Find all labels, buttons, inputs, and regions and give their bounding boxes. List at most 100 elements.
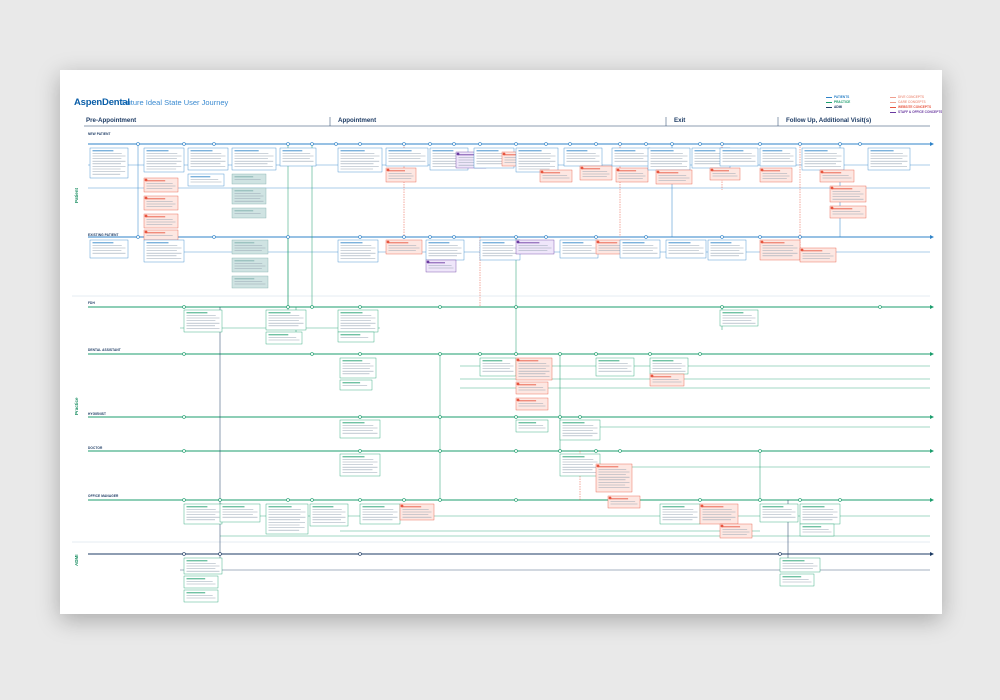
step-card [719, 147, 759, 167]
legend-care-concepts: CARE CONCEPTS [890, 100, 938, 105]
step-card [231, 207, 267, 219]
group-patient: Patient [74, 187, 79, 203]
lane-node [438, 498, 442, 502]
legend-right: DIVE CONCEPTS CARE CONCEPTS WEBSITE CONC… [890, 95, 942, 115]
lane-node [286, 142, 290, 146]
step-card [799, 247, 837, 263]
lane-node [438, 305, 442, 309]
lane-node [514, 352, 518, 356]
step-card [759, 503, 799, 523]
lane-arrowhead [930, 305, 934, 309]
lane-node [402, 235, 406, 239]
step-card [143, 147, 185, 173]
lane-node [720, 142, 724, 146]
step-card [231, 239, 269, 255]
step-card [309, 503, 349, 527]
step-card [337, 331, 375, 343]
lane-node [594, 235, 598, 239]
step-card [187, 147, 229, 171]
lane-node [478, 352, 482, 356]
step-card [337, 239, 379, 263]
lane-node [182, 498, 186, 502]
concept-marker [720, 524, 724, 528]
step-card [515, 239, 555, 255]
lane-arrowhead [930, 552, 934, 556]
lane-node [136, 142, 140, 146]
lane-node [670, 142, 674, 146]
lane-node [218, 552, 222, 556]
step-card [231, 257, 269, 273]
step-card [187, 173, 225, 187]
step-card [699, 503, 739, 525]
step-card [143, 239, 185, 263]
step-card [779, 573, 815, 587]
step-card [339, 379, 373, 391]
lane-node [758, 142, 762, 146]
lane-node [720, 305, 724, 309]
lane-node [698, 142, 702, 146]
lane-node [698, 352, 702, 356]
step-card [183, 575, 219, 589]
lane-node [310, 498, 314, 502]
lane-node [578, 415, 582, 419]
concept-marker [650, 374, 654, 378]
step-card [607, 495, 641, 509]
lane-doctor: DOCTOR [88, 446, 103, 450]
phase-pre-appointment: Pre-Appointment [86, 117, 137, 124]
lane-node [514, 498, 518, 502]
concept-marker [580, 166, 584, 170]
concept-marker [596, 240, 600, 244]
lane-node [720, 235, 724, 239]
lane-node [438, 415, 442, 419]
concept-marker [760, 240, 764, 244]
step-card [231, 173, 267, 185]
step-card [385, 167, 417, 183]
concept-marker [400, 504, 404, 508]
concept-marker [144, 178, 148, 182]
group-practice: Practice [74, 397, 79, 415]
step-card [759, 147, 797, 167]
lane-node [310, 142, 314, 146]
concept-marker [616, 168, 620, 172]
concept-marker [426, 260, 430, 264]
concept-marker [700, 504, 704, 508]
lane-node [358, 352, 362, 356]
step-card [799, 523, 835, 537]
step-card [339, 453, 381, 477]
concept-marker [502, 152, 506, 156]
step-card [143, 229, 179, 241]
lane-node [182, 142, 186, 146]
lane-existing-patient: EXISTING PATIENT [88, 233, 119, 237]
lane-node [428, 235, 432, 239]
lane-node [858, 142, 862, 146]
step-card [515, 419, 549, 433]
lane-node [558, 352, 562, 356]
lane-node [218, 498, 222, 502]
lane-node [878, 305, 882, 309]
step-card [265, 331, 303, 345]
phase-appointment: Appointment [338, 117, 377, 124]
legend-admi: ADMI [826, 105, 850, 110]
step-card [515, 397, 549, 411]
lane-node [402, 498, 406, 502]
lane-node [358, 415, 362, 419]
lane-node [514, 142, 518, 146]
lane-node [758, 235, 762, 239]
concept-marker [540, 170, 544, 174]
lane-node [286, 235, 290, 239]
step-card [231, 147, 277, 171]
step-card [615, 167, 649, 183]
concept-marker [820, 170, 824, 174]
lane-arrowhead [930, 235, 934, 239]
lane-node [644, 235, 648, 239]
concept-marker [830, 186, 834, 190]
step-card [595, 357, 635, 377]
lane-node [358, 305, 362, 309]
concept-marker [386, 168, 390, 172]
step-card [265, 309, 307, 331]
lane-node [358, 449, 362, 453]
lane-node [428, 142, 432, 146]
lane-node [478, 142, 482, 146]
step-card [655, 169, 693, 185]
step-card [89, 147, 129, 179]
